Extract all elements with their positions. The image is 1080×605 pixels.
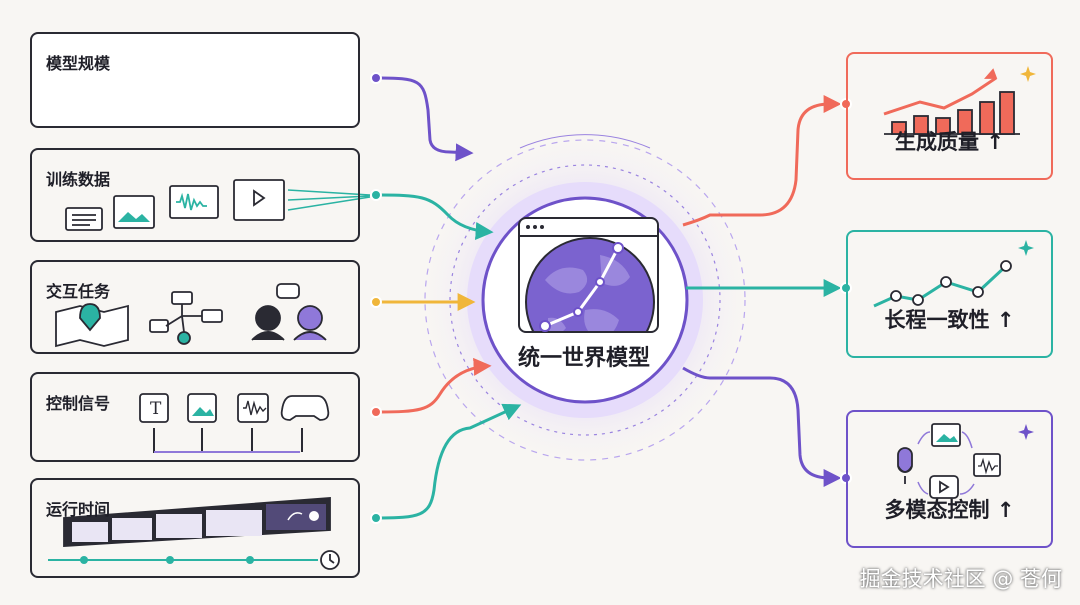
card-label: 运行时间 (46, 500, 111, 519)
watermark: 掘金技术社区 @ 苍何 (859, 567, 1062, 591)
input-card-model-scale: 模型规模 (30, 32, 360, 128)
training-data-icons (65, 179, 371, 231)
interactive-task-icons (55, 283, 327, 348)
input-card-interactive-tasks: 交互任务 (30, 260, 360, 354)
runtime-filmstrip-icon (48, 497, 340, 570)
card-label: 多模态控制 ↑ (884, 498, 1015, 522)
input-card-runtime: 运行时间 (30, 478, 360, 578)
output-card-multimodal-control: 多模态控制 ↑ (846, 410, 1053, 548)
multimodal-cycle-icon (897, 423, 1034, 499)
card-label: 模型规模 (46, 54, 111, 73)
center-title: 统一世界模型 (517, 346, 650, 371)
card-label: 训练数据 (46, 170, 111, 189)
input-card-training-data: 训练数据 (30, 148, 360, 242)
input-card-control-signals: 控制信号 T (30, 372, 360, 462)
card-label: 控制信号 (46, 394, 111, 413)
quality-bar-chart-icon (883, 66, 1036, 135)
consistency-line-icon (873, 240, 1034, 308)
card-label: 生成质量 ↑ (895, 130, 1004, 154)
card-label: 交互任务 (46, 282, 111, 301)
input-connectors (370, 72, 522, 524)
output-card-long-range-consistency: 长程一致性 ↑ (846, 230, 1053, 358)
text-control-glyph: T (150, 399, 162, 419)
world-globe-icon (518, 217, 659, 333)
control-signal-icons (139, 393, 330, 453)
output-card-generation-quality: 生成质量 ↑ (846, 52, 1053, 180)
card-label: 长程一致性 ↑ (884, 308, 1015, 332)
